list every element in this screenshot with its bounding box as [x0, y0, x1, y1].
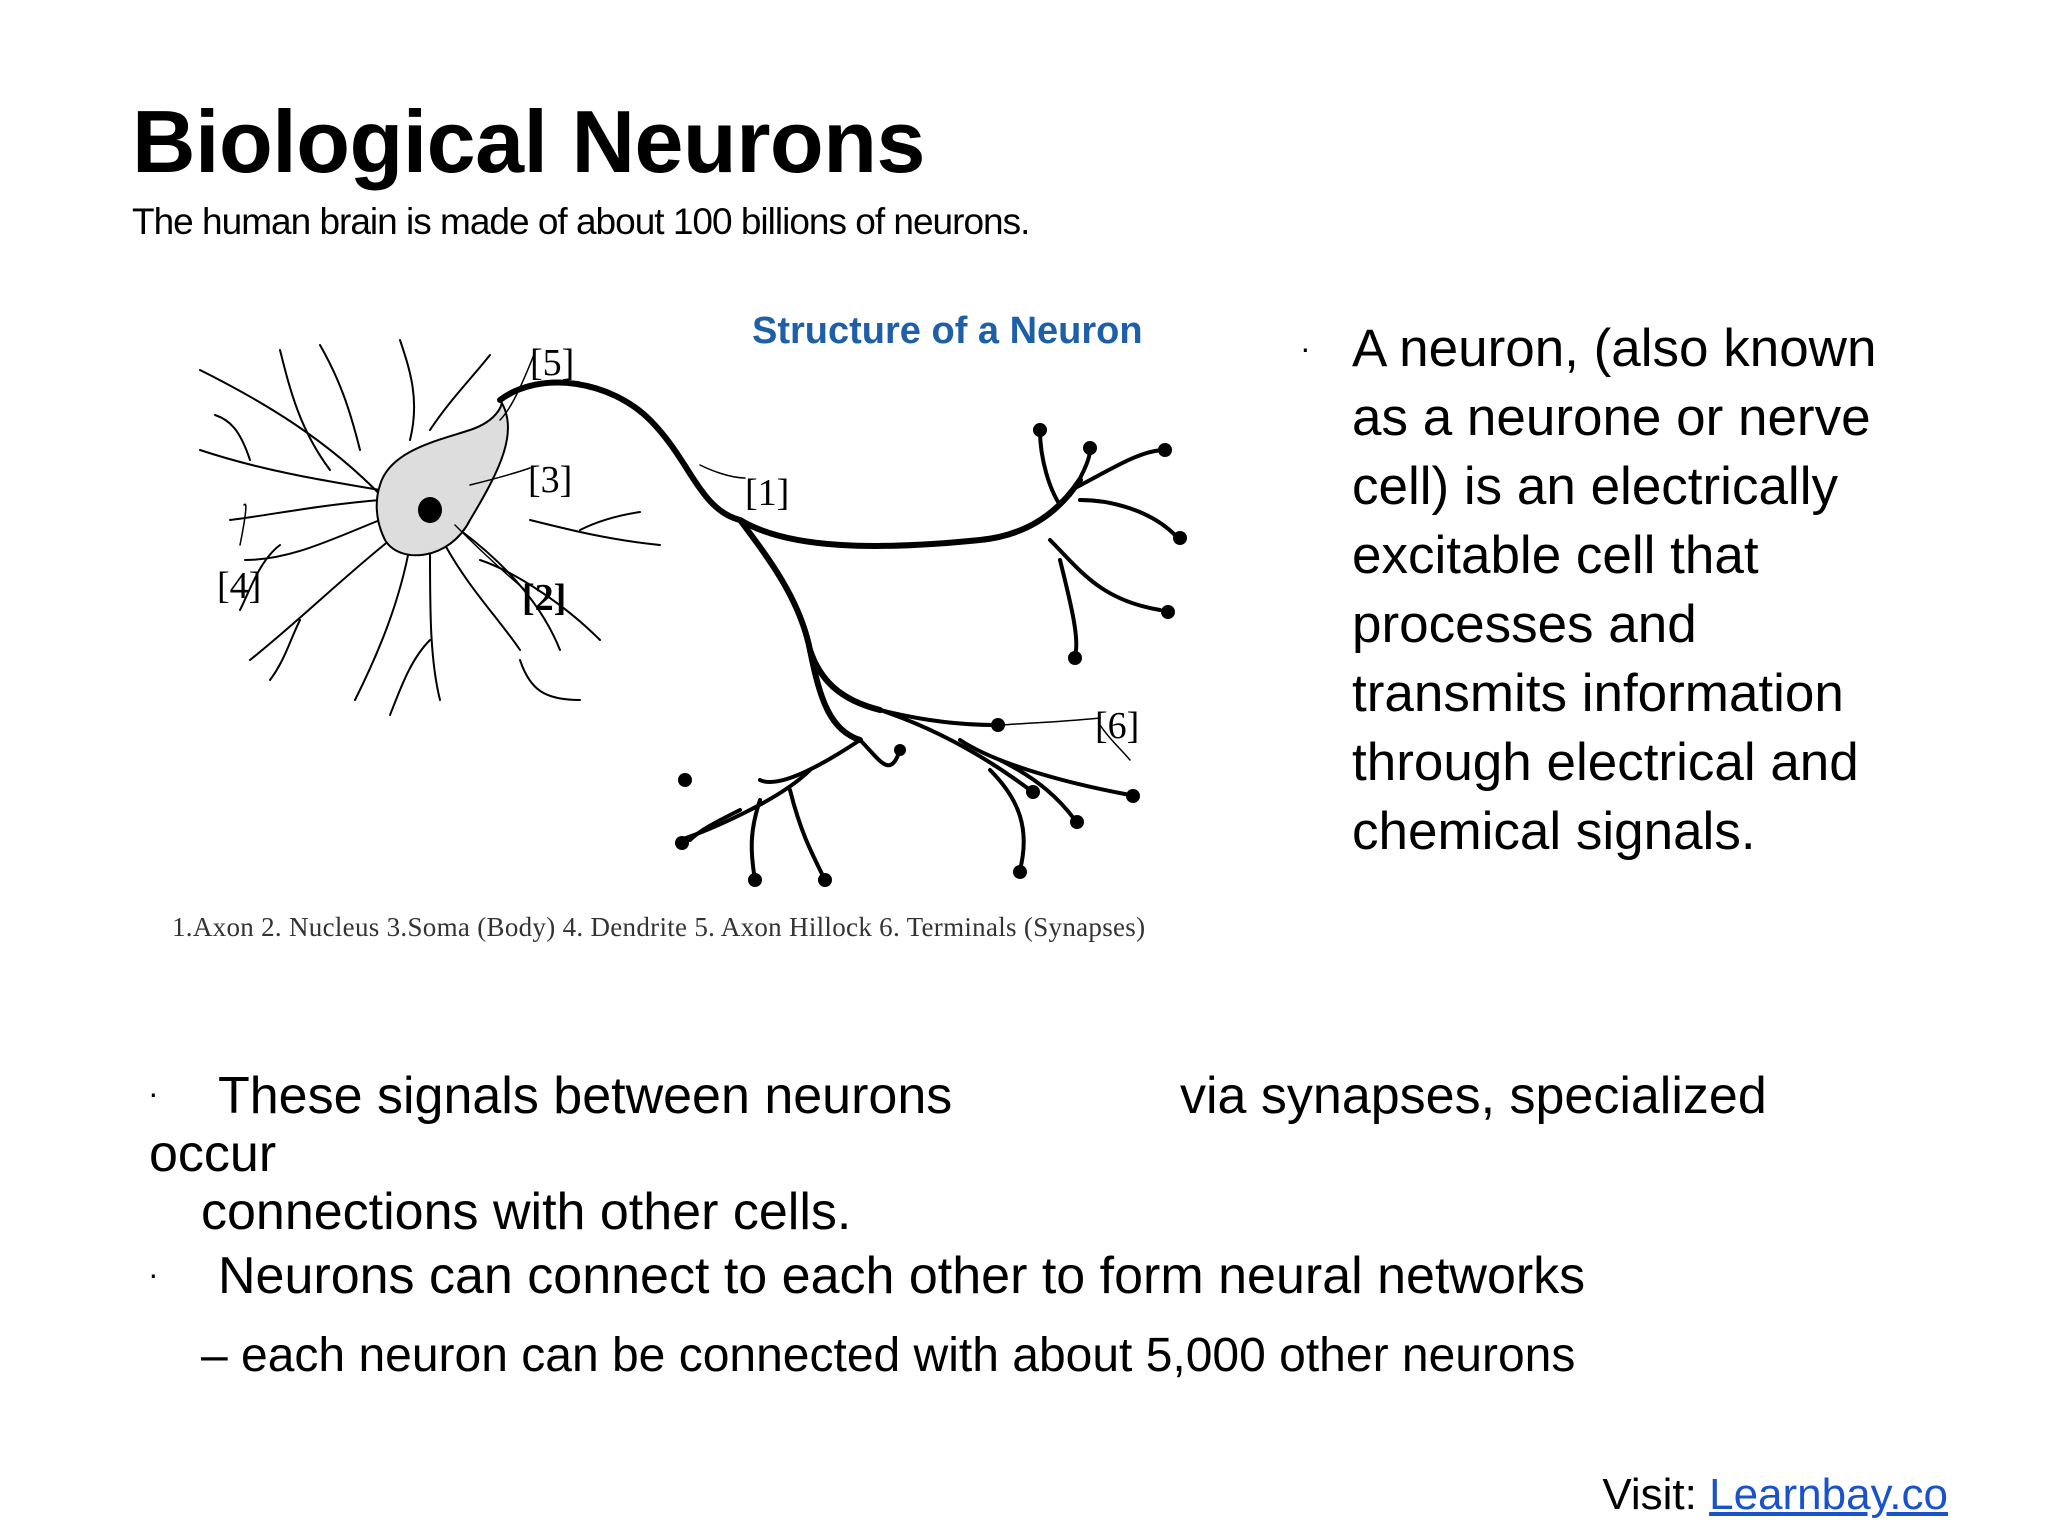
- bullet1-text-part1: These signals between neurons: [218, 1067, 953, 1125]
- label-soma: [3]: [528, 459, 572, 501]
- bullet2-text: Neurons can connect to each other to for…: [218, 1247, 1586, 1305]
- axon: [497, 379, 1083, 743]
- definition-line: cell) is an electrically: [1352, 457, 1838, 516]
- definition-lines: A neuron, (also known as a neurone or ne…: [1352, 314, 1876, 866]
- definition-line: excitable cell that: [1352, 526, 1759, 585]
- leader-lines: [239, 351, 1131, 761]
- definition-line: through electrical and: [1352, 733, 1859, 792]
- label-axon-hillock: [5]: [530, 342, 574, 384]
- bullet-dot: ·: [1300, 330, 1311, 366]
- definition-line: transmits information: [1352, 664, 1844, 723]
- terminals: [675, 423, 1187, 887]
- bullet-dot: ·: [148, 1075, 159, 1111]
- definition-line: A neuron, (also known: [1352, 319, 1877, 378]
- diagram-legend: 1.Axon 2. Nucleus 3.Soma (Body) 4. Dendr…: [172, 912, 1146, 942]
- label-nucleus: [2]: [522, 577, 566, 619]
- definition-line: as a neurone or nerve: [1352, 388, 1871, 447]
- definition-line: chemical signals.: [1352, 802, 1756, 861]
- learnbay-link[interactable]: Learnbay.co: [1709, 1470, 1948, 1519]
- bullet1-text-part2: via synapses, specialized: [1180, 1067, 1767, 1125]
- diagram-title: Structure of a Neuron: [752, 310, 1143, 352]
- neuron-diagram: [5] [3] [1] [4] [2] [6]: [199, 339, 1187, 887]
- label-dendrite: [4]: [217, 565, 261, 607]
- bullet1-occur: occur: [149, 1125, 277, 1183]
- dendrites: [199, 339, 661, 716]
- label-terminals: [6]: [1095, 705, 1139, 747]
- soma: [375, 398, 509, 557]
- bullet1-line2: connections with other cells.: [201, 1183, 852, 1241]
- footer: Visit: Learnbay.co: [1602, 1470, 1948, 1520]
- visit-label: Visit:: [1602, 1470, 1710, 1519]
- label-axon: [1]: [745, 472, 789, 514]
- neuron-definition: · A neuron, (also known as a neurone or …: [1300, 314, 1950, 866]
- nucleus: [418, 497, 442, 523]
- bullet-dot: ·: [148, 1256, 159, 1292]
- slide-subtitle: The human brain is made of about 100 bil…: [132, 201, 1030, 242]
- bullet2-subitem: – each neuron can be connected with abou…: [201, 1329, 1576, 1382]
- definition-line: processes and: [1352, 595, 1697, 654]
- slide-title: Biological Neurons: [132, 92, 925, 191]
